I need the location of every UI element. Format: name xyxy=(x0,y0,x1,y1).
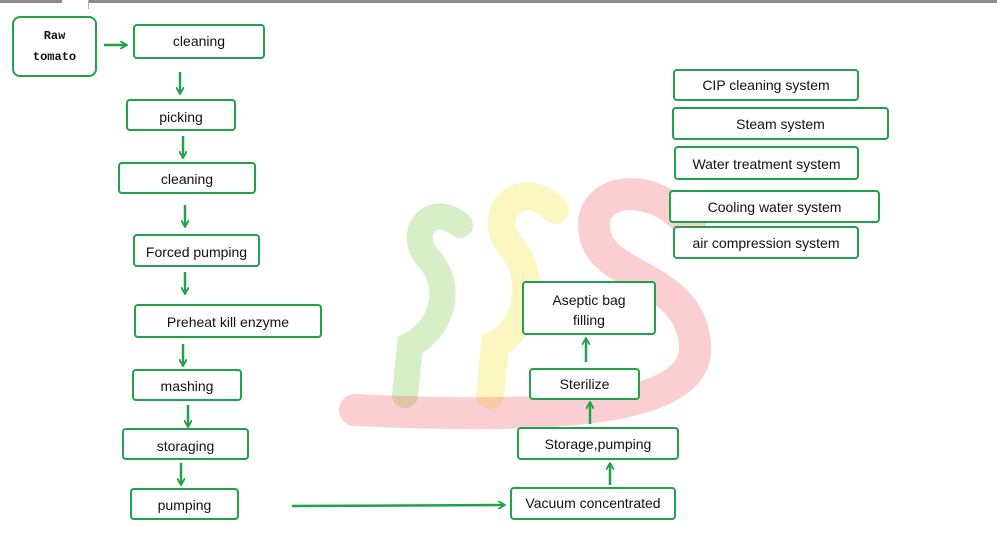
node-raw-tomato: Raw tomato xyxy=(12,16,97,77)
top-border-tick xyxy=(88,0,89,9)
node-cleaning-1-label: cleaning xyxy=(172,33,226,49)
node-preheat-kill-enzyme: Preheat kill enzyme xyxy=(134,304,322,338)
node-pumping-label: pumping xyxy=(157,497,212,513)
node-sterilize-label: Sterilize xyxy=(559,375,610,392)
node-cleaning-2: cleaning xyxy=(118,162,256,194)
node-pumping: pumping xyxy=(130,488,239,520)
system-cip-label: CIP cleaning system xyxy=(702,76,830,93)
node-vacuum-label: Vacuum concentrated xyxy=(525,495,661,511)
node-cleaning-1: cleaning xyxy=(133,24,265,59)
node-storage-pumping: Storage,pumping xyxy=(517,427,679,460)
system-steam: Steam system xyxy=(672,107,889,140)
system-water-label: Water treatment system xyxy=(692,155,841,172)
watermark-green-s xyxy=(392,203,473,408)
top-border-gap xyxy=(62,0,88,3)
node-storage-pumping-label: Storage,pumping xyxy=(544,436,652,452)
node-raw-tomato-label: Raw tomato xyxy=(32,28,77,64)
system-cip-cleaning: CIP cleaning system xyxy=(673,69,859,101)
top-border-line xyxy=(0,0,997,3)
system-steam-label: Steam system xyxy=(736,116,825,132)
node-picking: picking xyxy=(126,99,236,131)
node-vacuum-concentrated: Vacuum concentrated xyxy=(510,487,676,520)
node-mashing-label: mashing xyxy=(160,378,214,394)
node-sterilize: Sterilize xyxy=(529,368,640,400)
watermark-red-s xyxy=(339,178,712,430)
system-cooling-label: Cooling water system xyxy=(707,199,842,215)
node-storaging: storaging xyxy=(122,428,249,460)
node-picking-label: picking xyxy=(159,109,203,125)
node-forced-pumping-label: Forced pumping xyxy=(145,243,248,260)
system-cooling-water: Cooling water system xyxy=(669,190,880,223)
system-water-treatment: Water treatment system xyxy=(674,146,859,180)
node-preheat-label: Preheat kill enzyme xyxy=(166,313,290,330)
node-storaging-label: storaging xyxy=(156,437,215,454)
system-air-compression: air compression system xyxy=(673,226,859,259)
arrow-pumping-to-vacuum xyxy=(291,505,504,506)
node-aseptic-bag-filling: Aseptic bag filling xyxy=(522,281,656,335)
node-forced-pumping: Forced pumping xyxy=(133,234,260,267)
node-mashing: mashing xyxy=(132,369,242,401)
node-aseptic-label: Aseptic bag filling xyxy=(552,292,626,328)
watermark-yellow-s xyxy=(476,182,569,409)
system-air-label: air compression system xyxy=(692,235,840,251)
node-cleaning-2-label: cleaning xyxy=(160,171,214,187)
